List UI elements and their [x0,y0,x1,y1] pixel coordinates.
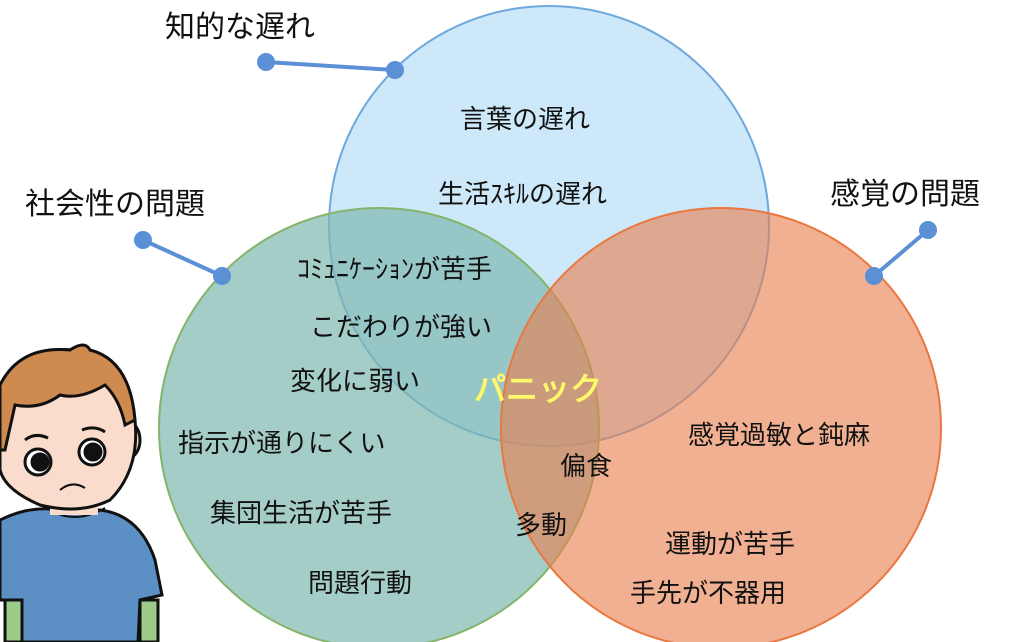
item-panic: パニック [474,370,602,408]
label-social: 社会性の問題 [25,187,205,222]
item-motor-difficulty: 運動が苦手 [665,530,795,560]
item-hyperactivity: 多動 [515,511,567,541]
item-communication: ｺﾐｭﾆｹｰｼｮﾝが苦手 [297,255,492,285]
item-picky-eating: 偏食 [560,452,612,482]
item-problem-behavior: 問題行動 [308,569,412,599]
item-weak-to-change: 変化に弱い [290,367,420,397]
item-clumsy-hands: 手先が不器用 [630,579,786,609]
connector-social [134,231,231,285]
item-life-skill-delay: 生活ｽｷﾙの遅れ [438,180,607,210]
connector-intellectual [257,53,404,79]
label-sensory: 感覚の問題 [830,177,980,212]
connector-sensory [865,221,937,285]
item-language-delay: 言葉の遅れ [460,105,590,135]
item-group-life: 集団生活が苦手 [210,499,392,529]
item-sensory-sensitivity: 感覚過敏と鈍麻 [688,421,870,451]
label-intellectual: 知的な遅れ [165,10,315,45]
worried-child-illustration [0,343,164,642]
item-obsession: こだわりが強い [310,313,492,343]
circle-sensory [500,207,942,642]
item-instructions: 指示が通りにくい [178,429,385,459]
